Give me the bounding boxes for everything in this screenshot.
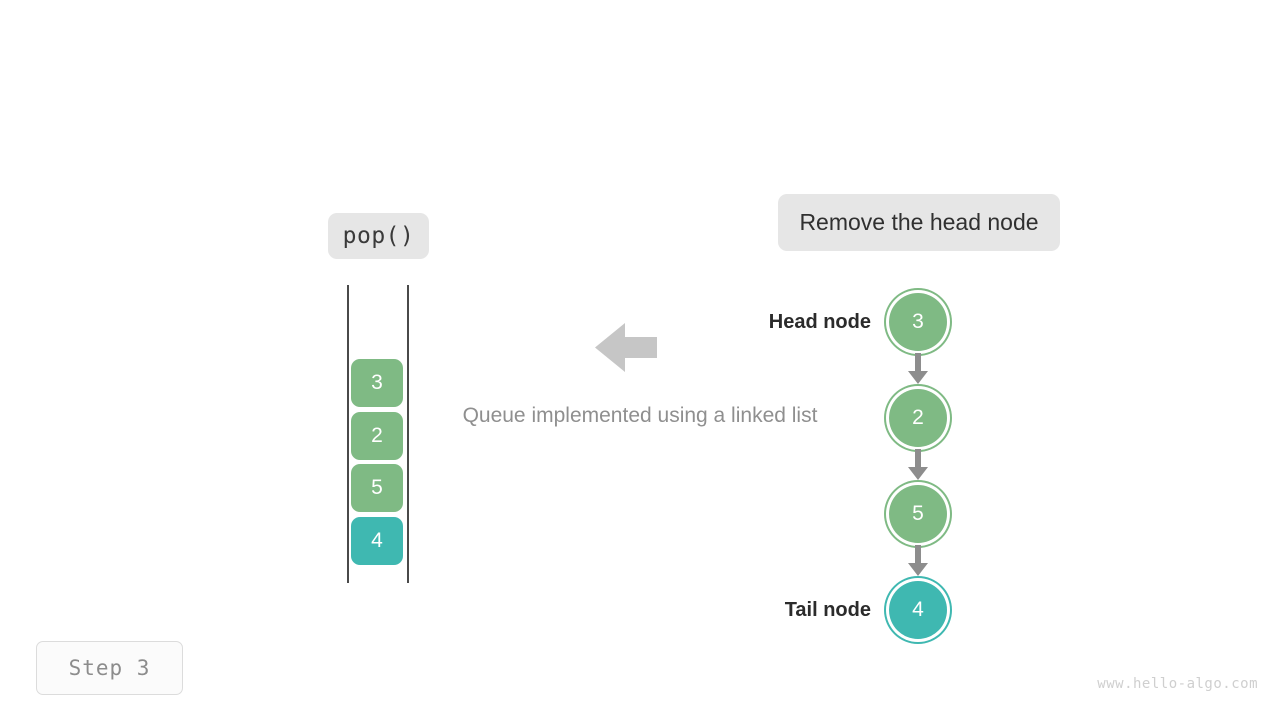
- tail-node-label: Tail node: [784, 599, 871, 621]
- list-link-arrowhead-icon: [908, 371, 928, 384]
- watermark: www.hello-algo.com: [1097, 676, 1258, 692]
- queue-cell: 3: [351, 359, 403, 407]
- list-link-arrowhead-icon: [908, 467, 928, 480]
- list-link: [915, 545, 921, 566]
- queue-cell-value: 2: [371, 424, 383, 447]
- list-node: 5: [889, 485, 947, 543]
- step-label: Step 3: [68, 656, 151, 680]
- figure-caption: Queue implemented using a linked list: [462, 404, 818, 427]
- list-node-value: 4: [912, 598, 924, 621]
- queue-rail-right: [407, 285, 409, 583]
- step-indicator: Step 3: [36, 641, 183, 695]
- list-node-value: 3: [912, 310, 924, 333]
- queue-cell-value: 5: [371, 476, 383, 499]
- linked-list: Head node Tail node 3 2 5 4: [740, 285, 1000, 645]
- description-label: Remove the head node: [799, 209, 1039, 235]
- list-link: [915, 353, 921, 374]
- list-node-value: 5: [912, 502, 924, 525]
- queue-column: 3 2 5 4: [340, 280, 420, 590]
- list-node-value: 2: [912, 406, 924, 429]
- list-node: 2: [889, 389, 947, 447]
- queue-cell-value: 3: [371, 371, 383, 394]
- list-node: 3: [889, 293, 947, 351]
- operation-badge: pop(): [328, 213, 429, 259]
- queue-cell: 4: [351, 517, 403, 565]
- list-link-arrowhead-icon: [908, 563, 928, 576]
- list-node: 4: [889, 581, 947, 639]
- queue-cell: 2: [351, 412, 403, 460]
- queue-cell: 5: [351, 464, 403, 512]
- description-badge: Remove the head node: [778, 194, 1060, 251]
- head-node-label: Head node: [768, 311, 871, 333]
- queue-cell-value: 4: [371, 529, 383, 552]
- operation-label: pop(): [342, 223, 415, 249]
- list-link: [915, 449, 921, 470]
- queue-rail-left: [347, 285, 349, 583]
- arrow-left-icon: [595, 320, 657, 375]
